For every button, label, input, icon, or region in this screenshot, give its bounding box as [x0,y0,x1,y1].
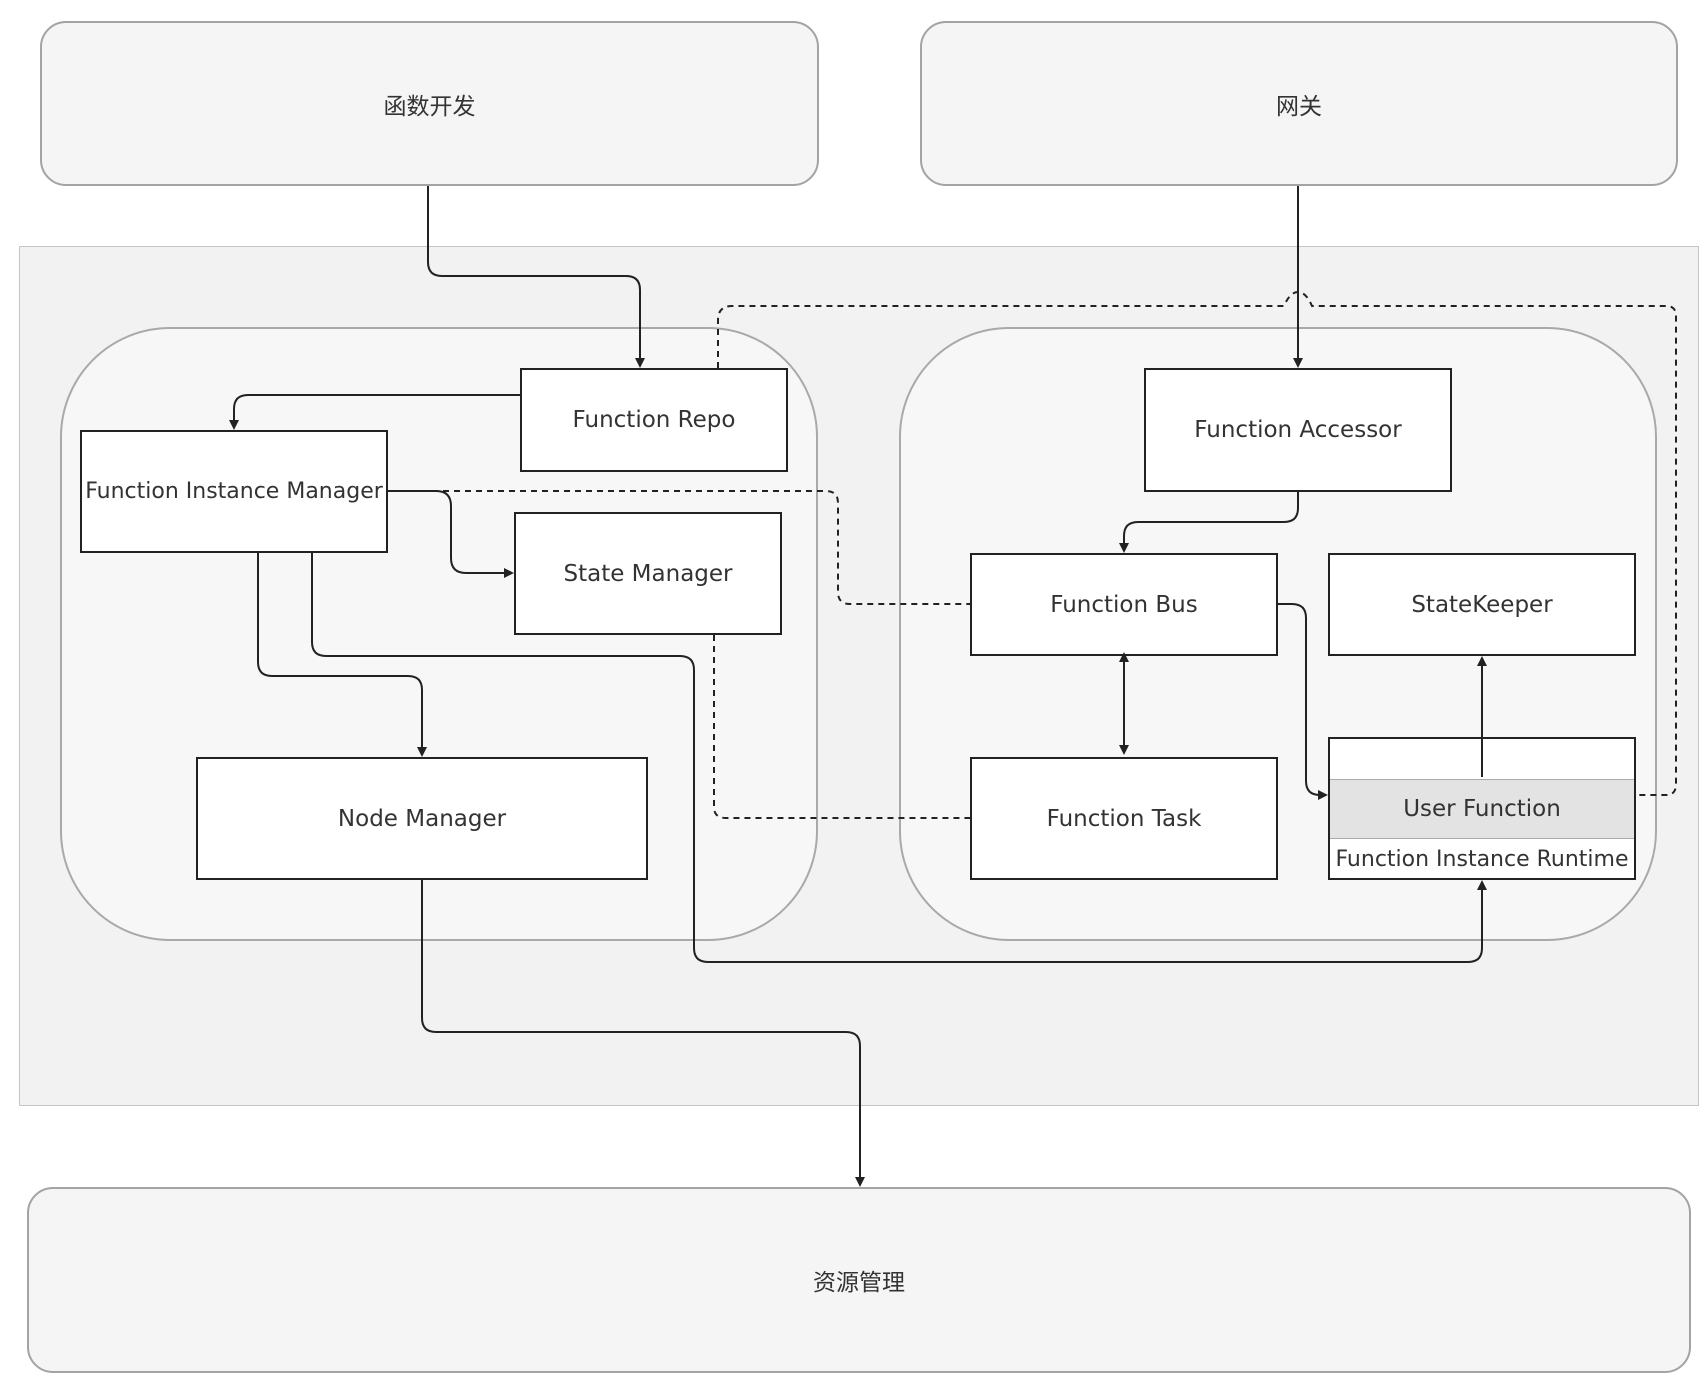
state-keeper: StateKeeper [1328,553,1636,656]
user-function-label: User Function [1403,796,1561,822]
function-accessor: Function Accessor [1144,368,1452,492]
gateway-label: 网关 [1276,93,1322,120]
state-manager: State Manager [514,512,782,635]
function-repo: Function Repo [520,368,788,472]
state-manager-label: State Manager [563,560,733,587]
edge-bus-to-user-function [1278,603,1328,800]
function-instance-runtime-label: Function Instance Runtime [1335,847,1629,872]
edge-repo-to-fim [229,394,520,430]
edge-fim-to-runtime [311,553,1487,963]
function-instance-manager-label: Function Instance Manager [85,479,383,504]
edge-dashed-fim-to-bus [388,490,970,605]
user-function: User Function [1330,779,1634,839]
function-task: Function Task [970,757,1278,880]
edge-dev-to-repo [427,186,645,368]
function-task-label: Function Task [1046,805,1202,832]
edge-dashed-state-manager-to-task [713,635,970,819]
edge-fim-to-node-manager [257,553,427,757]
edge-dashed-repo-user-function [717,290,1677,796]
resource-management-label: 资源管理 [813,1270,905,1296]
state-keeper-label: StateKeeper [1411,591,1553,618]
function-instance-manager: Function Instance Manager [80,430,388,553]
function-development-label: 函数开发 [383,93,476,120]
function-instance-runtime-label-box: Function Instance Runtime [1330,839,1634,880]
function-development-block: 函数开发 [40,21,819,186]
node-manager: Node Manager [196,757,648,880]
node-manager-label: Node Manager [337,805,507,832]
function-accessor-label: Function Accessor [1194,417,1402,443]
resource-management-block: 资源管理 [27,1187,1691,1373]
function-bus-label: Function Bus [1050,591,1198,618]
edge-accessor-to-bus [1119,492,1299,553]
edge-fim-to-state-manager [388,490,514,578]
gateway-block: 网关 [920,21,1678,186]
function-repo-label: Function Repo [572,407,736,433]
edge-node-manager-to-resources [421,880,865,1187]
